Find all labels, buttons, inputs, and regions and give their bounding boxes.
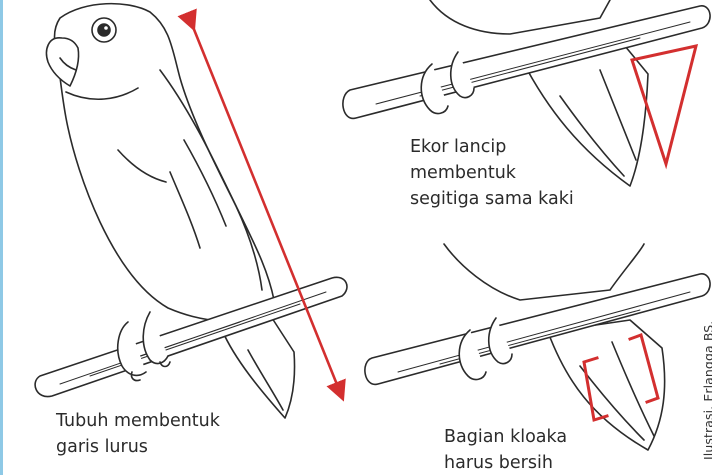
left-bird-body xyxy=(53,2,276,323)
isosceles-triangle-outline xyxy=(630,44,699,170)
cloaca-bracket xyxy=(582,333,660,422)
illustration-credit: Ilustrasi. Erlangga BS. xyxy=(701,320,712,460)
left-bird-eye xyxy=(97,23,111,37)
tail-closeup-illustration xyxy=(342,0,711,187)
caption-body-straight: Tubuh membentuk garis lurus xyxy=(56,411,220,457)
body-straight-line-arrow xyxy=(177,8,346,402)
caption-tail-triangle: Ekor lancip membentuk segitiga sama kaki xyxy=(410,137,574,209)
cloaca-bracket-left xyxy=(582,356,609,422)
left-edge-strip xyxy=(0,0,3,475)
caption-cloaca-clean: Bagian kloaka harus bersih xyxy=(444,427,568,473)
left-bird-feet xyxy=(116,311,171,382)
full-lovebird-illustration xyxy=(34,2,348,419)
cloaca-closeup-illustration xyxy=(364,243,711,451)
cloaca-bracket-right xyxy=(628,333,660,404)
